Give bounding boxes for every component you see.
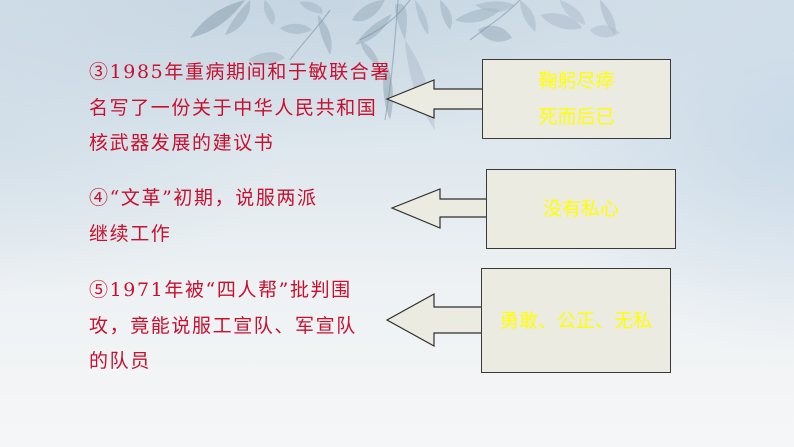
item-5-text: ⑤1971年被“四人帮”批判围 攻，竟能说服工宣队、军宣队 的队员	[89, 273, 357, 380]
left-arrow-icon	[390, 188, 490, 229]
item-5-line-3: 的队员	[89, 350, 151, 372]
callout-3-line-1: 勇敢、公正、无私	[499, 309, 652, 332]
item-4-line-2: 继续工作	[89, 222, 172, 245]
left-arrow-icon	[385, 79, 485, 119]
item-3-line-1: ③1985年重病期间和于敏联合署	[89, 61, 391, 83]
left-arrow-icon	[385, 292, 485, 348]
item-3-line-2: 名写了一份关于中华人民共和国	[89, 96, 378, 119]
callout-2-line-1: 没有私心	[542, 198, 619, 220]
callout-box-3: 勇敢、公正、无私	[481, 268, 671, 373]
item-5-line-2: 攻，竟能说服工宣队、军宣队	[89, 314, 357, 337]
callout-box-2: 没有私心	[486, 169, 676, 249]
item-4-text: ④“文革”初期，说服两派 继续工作	[89, 181, 318, 252]
item-5-line-1: ⑤1971年被“四人帮”批判围	[89, 279, 352, 301]
item-4-line-1: ④“文革”初期，说服两派	[89, 187, 318, 209]
item-3-line-3: 核武器发展的建议书	[89, 132, 275, 154]
callout-box-1: 鞠躬尽瘁 死而后已	[482, 59, 671, 139]
callout-1-line-1: 鞠躬尽瘁	[538, 70, 615, 92]
callout-1-line-2: 死而后已	[538, 106, 615, 128]
item-3-text: ③1985年重病期间和于敏联合署 名写了一份关于中华人民共和国 核武器发展的建议…	[89, 55, 391, 162]
